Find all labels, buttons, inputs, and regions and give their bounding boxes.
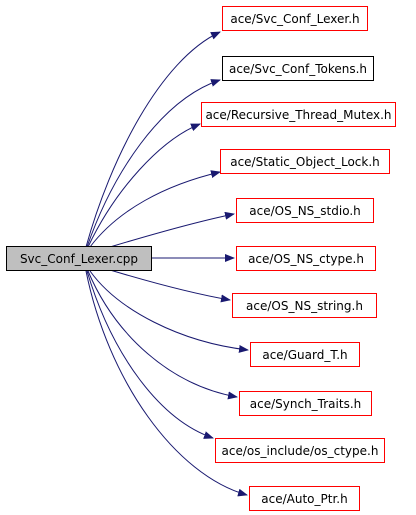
source-file-node: Svc_Conf_Lexer.cpp bbox=[6, 246, 152, 271]
include-label: ace/Synch_Traits.h bbox=[249, 396, 362, 411]
edge-os-ns-string bbox=[109, 269, 231, 303]
include-label: ace/Svc_Conf_Tokens.h bbox=[228, 61, 368, 76]
include-label: ace/Static_Object_Lock.h bbox=[230, 154, 380, 169]
include-node-os-ns-string[interactable]: ace/OS_NS_string.h bbox=[232, 293, 377, 318]
include-node-guard-t[interactable]: ace/Guard_T.h bbox=[250, 342, 360, 367]
include-label: ace/Auto_Ptr.h bbox=[261, 491, 348, 506]
edge-guard-t bbox=[89, 270, 249, 353]
include-node-os-include-os-ctype[interactable]: ace/os_include/os_ctype.h bbox=[215, 438, 385, 463]
edge-os-ns-stdio bbox=[109, 211, 235, 248]
include-label: ace/Svc_Conf_Lexer.h bbox=[230, 11, 360, 26]
edge-synch-traits bbox=[87, 270, 238, 400]
include-node-svc-conf-lexer[interactable]: ace/Svc_Conf_Lexer.h bbox=[222, 6, 368, 31]
include-label: ace/Recursive_Thread_Mutex.h bbox=[205, 107, 392, 122]
edge-os-include-os-ctype bbox=[86, 270, 214, 439]
edge-static-object-lock bbox=[89, 170, 221, 248]
edge-auto-ptr bbox=[85, 270, 248, 497]
include-label: ace/OS_NS_string.h bbox=[246, 298, 363, 313]
edge-svc-conf-tokens bbox=[86, 79, 221, 248]
include-node-os-ns-ctype[interactable]: ace/OS_NS_ctype.h bbox=[236, 246, 376, 271]
edge-recursive-thread-mutex bbox=[87, 123, 201, 248]
include-node-synch-traits[interactable]: ace/Synch_Traits.h bbox=[239, 391, 372, 416]
include-node-svc-conf-tokens: ace/Svc_Conf_Tokens.h bbox=[222, 56, 374, 81]
include-node-static-object-lock[interactable]: ace/Static_Object_Lock.h bbox=[220, 149, 390, 174]
source-file-label: Svc_Conf_Lexer.cpp bbox=[19, 251, 139, 266]
include-label: ace/OS_NS_ctype.h bbox=[248, 251, 364, 266]
edge-svc-conf-lexer bbox=[85, 31, 221, 248]
include-label: ace/Guard_T.h bbox=[262, 347, 348, 362]
include-node-recursive-thread-mutex[interactable]: ace/Recursive_Thread_Mutex.h bbox=[201, 102, 396, 127]
include-node-os-ns-stdio[interactable]: ace/OS_NS_stdio.h bbox=[236, 198, 374, 223]
include-label: ace/os_include/os_ctype.h bbox=[221, 443, 379, 458]
include-node-auto-ptr[interactable]: ace/Auto_Ptr.h bbox=[249, 486, 360, 511]
include-label: ace/OS_NS_stdio.h bbox=[249, 203, 361, 218]
